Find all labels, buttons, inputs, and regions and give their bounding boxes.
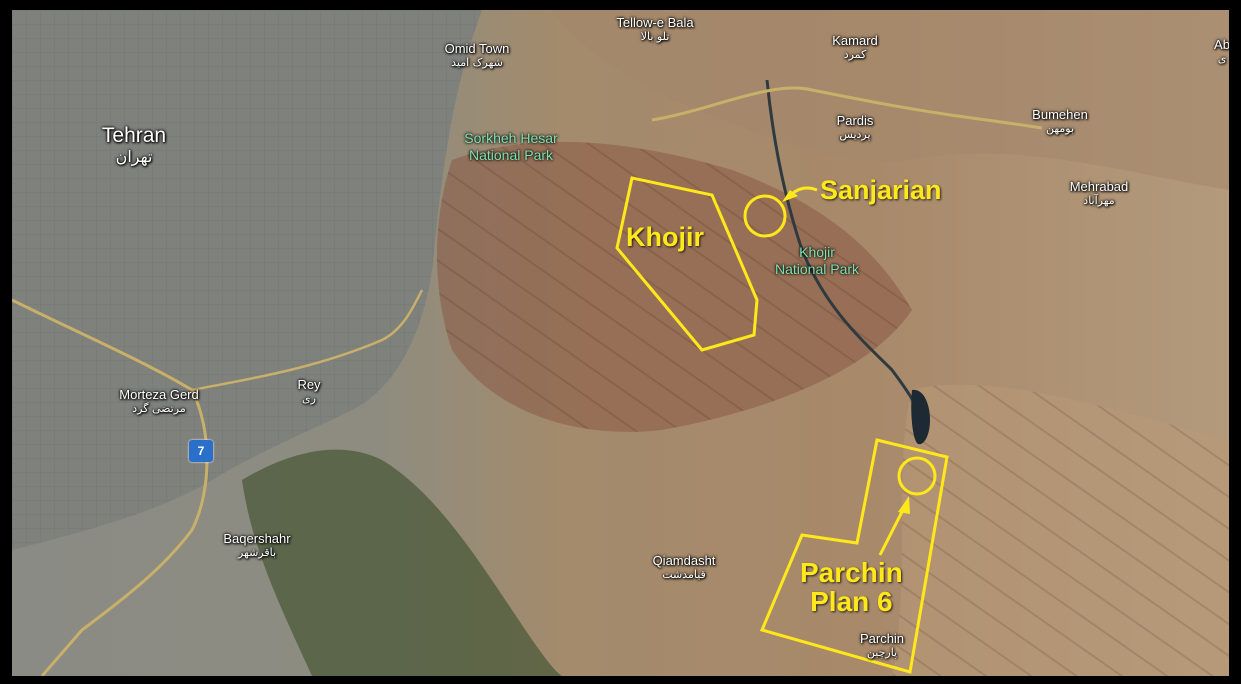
place-name: Bumehen — [1032, 107, 1088, 122]
place-tehran: Tehran تهران — [102, 124, 166, 167]
place-name-persian: پارچین — [866, 645, 898, 659]
road-ring — [191, 289, 424, 392]
place-name: Rey — [297, 377, 321, 392]
parchin-circle — [897, 456, 937, 496]
route-7-shield: 7 — [189, 440, 213, 462]
place-mehrabad: Mehrabad مهرآباد — [1069, 179, 1129, 208]
place-name: Ab — [1214, 37, 1229, 52]
road-north — [651, 86, 1043, 130]
place-name: Qiamdasht — [652, 553, 716, 568]
place-omid-town: Omid Town شهرک امید — [444, 41, 510, 70]
place-name-persian: قیامدشت — [662, 567, 706, 581]
place-name-persian: بومهن — [1045, 121, 1075, 135]
place-bumehen: Bumehen بومهن — [1032, 107, 1088, 136]
place-name: Tehran — [101, 124, 167, 147]
place-name-persian: ری — [302, 391, 316, 405]
park-name: National Park — [774, 260, 860, 277]
urban-street-grid — [12, 10, 482, 550]
map-frame[interactable]: Tellow-e Bala تلو بالا Omid Town شهرک ام… — [12, 10, 1229, 676]
place-name: Tellow-e Bala — [616, 15, 694, 30]
reservoir — [911, 389, 930, 445]
park-name: Khojir — [799, 244, 835, 260]
mountain-ridges-east — [892, 384, 1229, 676]
place-name: Baqershahr — [223, 531, 291, 546]
annotation-line: Parchin — [800, 557, 903, 588]
place-kamard: Kamard کمرد — [832, 33, 878, 62]
mountain-ridges — [437, 141, 912, 432]
place-name-persian: تلو بالا — [640, 29, 670, 43]
park-khojir: Khojir National Park — [775, 244, 859, 278]
annotation-sanjarian: Sanjarian — [820, 175, 942, 205]
parchin-arrow — [878, 505, 907, 556]
mountain-range-north — [552, 10, 1229, 190]
sanjarian-arrow-head — [782, 190, 798, 202]
place-name-persian: ی — [1217, 51, 1227, 65]
place-name: Parchin — [859, 631, 905, 646]
place-edge-label: Ab ی — [1214, 37, 1229, 66]
place-qiamdasht: Qiamdasht قیامدشت — [652, 553, 716, 582]
place-name-persian: تهران — [115, 147, 153, 167]
place-name: Mehrabad — [1069, 179, 1129, 194]
annotation-line: Plan 6 — [810, 586, 893, 618]
place-name-persian: مرتضی گرد — [132, 401, 186, 415]
place-name-persian: مهرآباد — [1083, 193, 1115, 207]
annotation-khojir: Khojir — [626, 222, 704, 252]
parchin-arrow-head — [898, 496, 910, 514]
parchin-plan6-boundary — [759, 438, 949, 674]
satellite-map[interactable] — [12, 10, 1229, 676]
place-name: Pardis — [836, 113, 874, 128]
place-parchin: Parchin پارچین — [859, 631, 905, 660]
place-name-persian: کمرد — [843, 47, 867, 61]
place-morteza-gerd: Morteza Gerd مرتضی گرد — [119, 387, 199, 416]
park-sorkheh-hesar: Sorkheh Hesar National Park — [464, 130, 557, 164]
place-tellow-e-bala: Tellow-e Bala تلو بالا — [616, 15, 694, 44]
place-name: Morteza Gerd — [119, 387, 199, 402]
annotation-parchin-plan6: Parchin Plan 6 — [800, 558, 903, 617]
place-name-persian: پردیس — [839, 127, 871, 141]
river — [765, 79, 924, 421]
place-name-persian: باقرشهر — [237, 545, 277, 559]
place-pardis: Pardis پردیس — [836, 113, 874, 142]
agricultural-area — [242, 449, 562, 676]
park-name: Sorkheh Hesar — [464, 130, 558, 146]
place-baqershahr: Baqershahr باقرشهر — [223, 531, 291, 560]
place-name-persian: شهرک امید — [451, 55, 503, 69]
place-rey: Rey ری — [297, 377, 321, 406]
khojir-boundary — [615, 176, 759, 352]
place-name: Kamard — [832, 33, 878, 48]
place-name: Omid Town — [444, 41, 510, 56]
park-name: National Park — [468, 146, 554, 163]
sanjarian-circle — [743, 194, 787, 238]
